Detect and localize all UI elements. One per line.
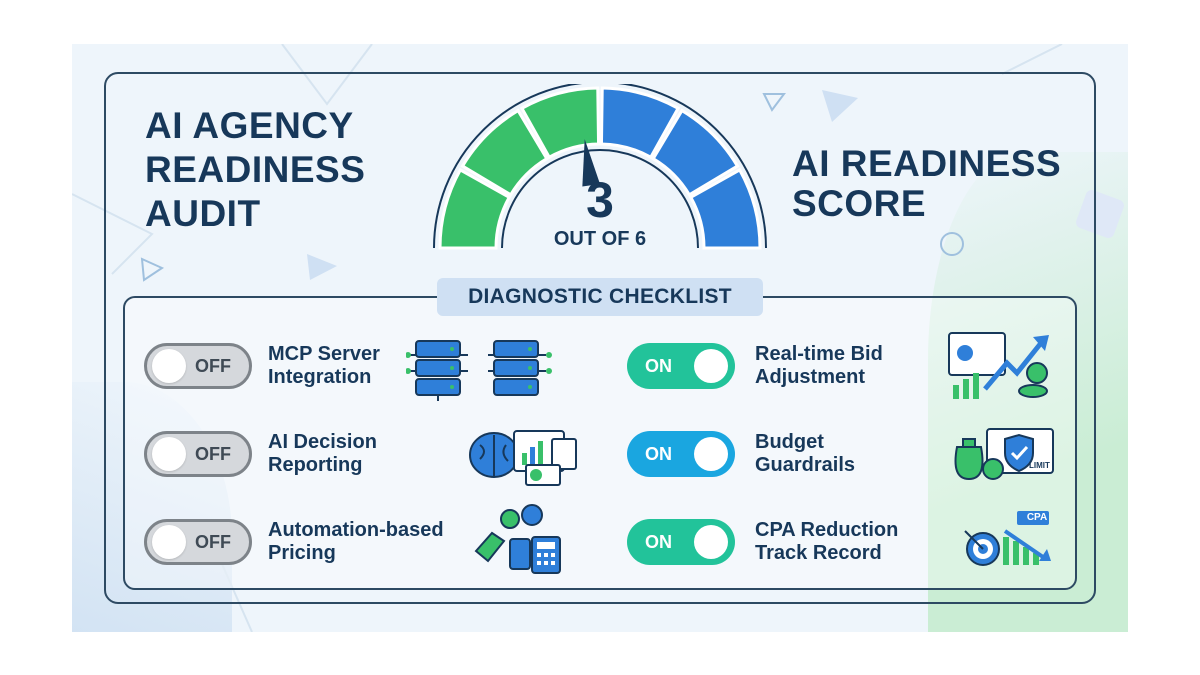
label-line-1: Budget bbox=[755, 431, 824, 453]
toggle-switch-on[interactable]: ON bbox=[627, 519, 735, 565]
toggle-knob bbox=[152, 349, 186, 383]
toggle-state-label: OFF bbox=[195, 531, 231, 552]
toggle-knob bbox=[152, 437, 186, 471]
checklist-item-label: Budget Guardrails bbox=[755, 431, 965, 477]
toggle-state-label: ON bbox=[645, 355, 672, 376]
toggle-knob bbox=[694, 437, 728, 471]
toggle-knob bbox=[694, 349, 728, 383]
gauge-rim bbox=[433, 84, 767, 249]
toggle-switch-on[interactable]: ON bbox=[627, 343, 735, 389]
label-line-1: Automation-based bbox=[268, 519, 444, 541]
label-line-2: Integration bbox=[268, 366, 372, 388]
toggle-knob bbox=[694, 525, 728, 559]
growth-chart-icon bbox=[948, 332, 1049, 399]
gauge-segment-empty bbox=[688, 167, 762, 250]
gauge-segment-filled bbox=[460, 108, 549, 197]
checklist-item-ai-decision: OFF AI Decision Reporting bbox=[144, 430, 584, 491]
checklist-item-label: MCP Server Integration bbox=[268, 343, 478, 389]
checklist-panel bbox=[123, 296, 1077, 590]
toggle-state-label: ON bbox=[645, 531, 672, 552]
checklist-item-automation-pricing: OFF Automation-based Pricing bbox=[144, 504, 584, 579]
checklist-item-realtime-bid: ON Real-time Bid Adjustment bbox=[627, 332, 1067, 403]
gauge-needle bbox=[582, 139, 600, 187]
page-title: AI AGENCY READINESS AUDIT bbox=[145, 104, 405, 236]
label-line-1: AI Decision bbox=[268, 431, 377, 453]
gauge-segment-filled bbox=[438, 167, 512, 250]
label-line-1: Real-time Bid bbox=[755, 343, 883, 365]
label-line-1: MCP Server bbox=[268, 343, 380, 365]
toggle-switch-on[interactable]: ON bbox=[627, 431, 735, 477]
title-line-2: READINESS bbox=[145, 149, 366, 190]
budget-shield-icon bbox=[954, 428, 1054, 481]
toggle-state-label: OFF bbox=[195, 355, 231, 376]
checklist-item-cpa-reduction: ON CPA Reduction Track Record CPA bbox=[627, 511, 1067, 579]
toggle-knob bbox=[152, 525, 186, 559]
gauge-segment-empty bbox=[651, 108, 740, 197]
score-title-line-1: AI READINESS bbox=[792, 143, 1062, 184]
label-line-1: CPA Reduction bbox=[755, 519, 899, 541]
checklist-item-label: CPA Reduction Track Record bbox=[755, 519, 965, 565]
score-title-line-2: SCORE bbox=[792, 183, 927, 224]
label-line-2: Adjustment bbox=[755, 366, 865, 388]
score-max-text: OUT OF 6 bbox=[553, 228, 647, 250]
servers-icon bbox=[406, 340, 552, 401]
label-line-2: Pricing bbox=[268, 542, 336, 564]
title-line-3: AUDIT bbox=[145, 193, 261, 234]
limit-label: LIMIT bbox=[1029, 461, 1050, 470]
gauge-segment-filled bbox=[519, 86, 601, 160]
brain-report-icon bbox=[469, 430, 577, 486]
score-value: 3 bbox=[586, 172, 614, 228]
toggle-switch-off[interactable]: OFF bbox=[144, 431, 252, 477]
label-line-2: Guardrails bbox=[755, 454, 856, 476]
decor-lines bbox=[72, 44, 1124, 632]
label-line-2: Reporting bbox=[268, 454, 363, 476]
readiness-gauge bbox=[433, 84, 767, 250]
title-line-1: AI AGENCY bbox=[145, 105, 354, 146]
checklist-title: DIAGNOSTIC CHECKLIST bbox=[437, 278, 763, 316]
main-frame bbox=[104, 72, 1096, 604]
gauge-segment-empty bbox=[599, 86, 681, 160]
pricing-gears-icon bbox=[474, 504, 561, 574]
checklist-item-budget-guardrails: ON Budget Guardrails LIMIT bbox=[627, 428, 1067, 491]
checklist-item-label: Automation-based Pricing bbox=[268, 519, 478, 565]
toggle-state-label: OFF bbox=[195, 443, 231, 464]
cpa-label: CPA bbox=[1026, 512, 1048, 523]
label-line-2: Track Record bbox=[755, 542, 882, 564]
toggle-state-label: ON bbox=[645, 443, 672, 464]
checklist-item-label: AI Decision Reporting bbox=[268, 431, 478, 477]
toggle-switch-off[interactable]: OFF bbox=[144, 519, 252, 565]
cpa-target-icon bbox=[964, 511, 1051, 566]
score-title: AI READINESS SCORE bbox=[792, 144, 1072, 224]
toggle-switch-off[interactable]: OFF bbox=[144, 343, 252, 389]
checklist-item-label: Real-time Bid Adjustment bbox=[755, 343, 965, 389]
gauge-inner-rim bbox=[501, 149, 699, 249]
checklist-item-mcp-server: OFF MCP Server Integration bbox=[144, 340, 584, 403]
